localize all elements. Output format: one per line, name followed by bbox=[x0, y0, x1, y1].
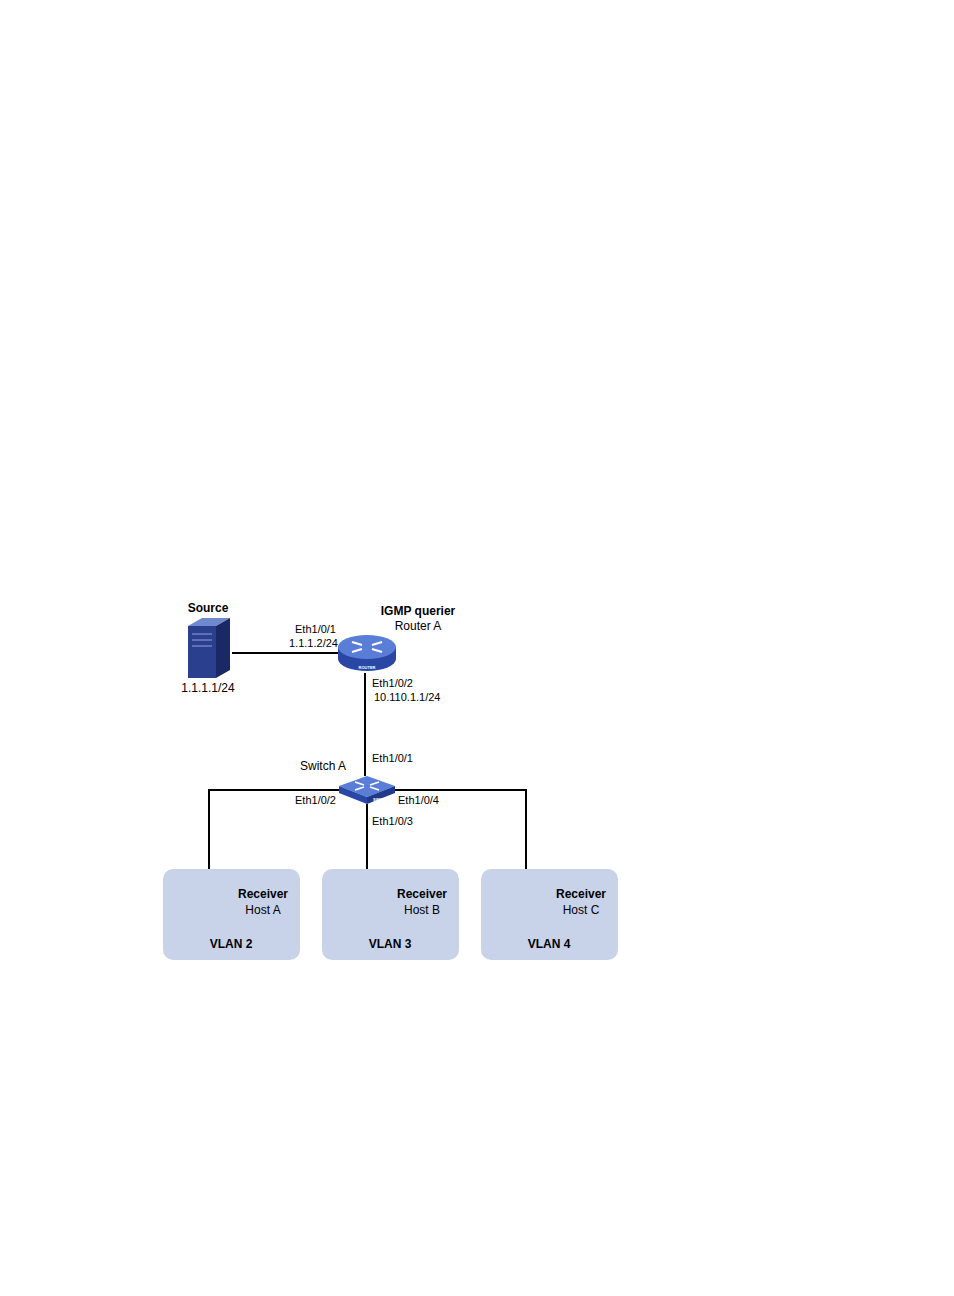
server-front bbox=[188, 626, 216, 678]
server-slot bbox=[192, 646, 212, 647]
device-name: Router A bbox=[395, 619, 442, 633]
link-line bbox=[395, 790, 526, 878]
host-node: ReceiverHost A bbox=[183, 878, 296, 924]
vlan-name: VLAN 4 bbox=[528, 937, 571, 951]
port-name: Eth1/0/3 bbox=[372, 815, 413, 827]
port-name: Eth1/0/2 bbox=[295, 794, 336, 806]
network-link bbox=[365, 673, 366, 776]
host-name: Host B bbox=[404, 903, 440, 917]
host-node: ReceiverHost C bbox=[500, 878, 613, 924]
network-link bbox=[232, 653, 338, 654]
switch-arrows bbox=[355, 782, 379, 790]
port-name: Eth1/0/1 bbox=[295, 623, 336, 635]
network-link bbox=[395, 790, 526, 878]
network-link bbox=[209, 790, 339, 878]
server-slot bbox=[192, 640, 212, 641]
role-label: Receiver bbox=[238, 887, 288, 901]
router-icon bbox=[338, 635, 396, 671]
link-line bbox=[366, 804, 368, 878]
server-side bbox=[216, 618, 230, 678]
vlan-name: VLAN 2 bbox=[210, 937, 253, 951]
icon-text: ROUTER bbox=[359, 665, 376, 670]
server-node: Source1.1.1.1/24 bbox=[186, 618, 232, 680]
server-icon bbox=[188, 618, 230, 678]
vlan-band: VLAN 4 ReceiverHost C bbox=[481, 869, 618, 960]
node-heading: Source bbox=[188, 601, 229, 615]
link-line bbox=[209, 790, 339, 878]
host-name: Host C bbox=[563, 903, 600, 917]
vlan-band: VLAN 3 ReceiverHost B bbox=[322, 869, 459, 960]
vlan-name: VLAN 3 bbox=[369, 937, 412, 951]
port-name: Eth1/0/1 bbox=[372, 752, 413, 764]
switch-side bbox=[367, 786, 395, 804]
switch-side bbox=[339, 786, 367, 804]
device-name: Switch A bbox=[300, 759, 346, 773]
role-label: Receiver bbox=[397, 887, 447, 901]
role-label: Receiver bbox=[556, 887, 606, 901]
ip-address: 1.1.1.2/24 bbox=[289, 637, 338, 649]
role-label: IGMP querier bbox=[381, 604, 455, 618]
router-arrows bbox=[352, 642, 382, 652]
host-node: ReceiverHost B bbox=[341, 878, 454, 924]
link-line bbox=[364, 673, 366, 776]
link-line bbox=[232, 652, 338, 654]
server-slot bbox=[192, 634, 212, 635]
switch-icon bbox=[339, 776, 395, 804]
ip-address: 10.110.1.1/24 bbox=[374, 691, 440, 703]
icon-text: SWITCH bbox=[373, 797, 389, 802]
vlan-band: VLAN 2 ReceiverHost A bbox=[163, 869, 300, 960]
ip-address: 1.1.1.1/24 bbox=[181, 681, 234, 695]
network-link bbox=[367, 804, 368, 878]
host-name: Host A bbox=[245, 903, 280, 917]
port-name: Eth1/0/2 bbox=[372, 677, 413, 689]
router-top bbox=[338, 635, 396, 659]
port-name: Eth1/0/4 bbox=[398, 794, 439, 806]
